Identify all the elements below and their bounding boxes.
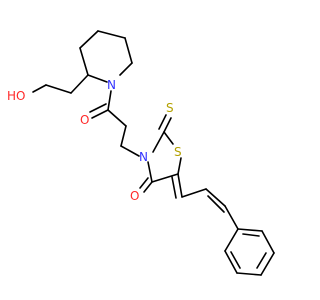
bond	[124, 37, 133, 64]
piperidine-nitrogen-label: N	[107, 78, 116, 92]
bond	[120, 145, 140, 157]
bond	[237, 228, 263, 232]
molecule-structure-diagram: HO N O N S S O	[7, 30, 275, 276]
bond	[120, 125, 127, 147]
bond	[177, 173, 183, 198]
carbonyl-oxygen-label: O	[130, 189, 139, 203]
bond	[261, 230, 275, 254]
bond	[236, 272, 262, 276]
bond	[70, 74, 89, 94]
amide-oxygen-label: O	[80, 113, 89, 127]
bond	[224, 228, 239, 252]
bond	[79, 47, 89, 76]
bond	[163, 131, 174, 145]
bond	[224, 205, 239, 230]
ring-sulfur-label: S	[174, 145, 182, 159]
bond	[177, 157, 182, 175]
bond	[205, 188, 226, 207]
bond	[152, 131, 165, 153]
bond	[207, 195, 225, 213]
atom-labels: HO N O N S S O	[7, 78, 182, 203]
thiazolidine-nitrogen-label: N	[139, 150, 148, 164]
bond	[171, 176, 177, 199]
molecule-svg: HO N O N S S O	[7, 30, 275, 276]
bond	[89, 103, 107, 113]
bond	[147, 161, 153, 183]
bond	[256, 252, 267, 269]
hydroxyl-label: HO	[7, 89, 25, 103]
bond	[97, 30, 126, 39]
bond	[139, 177, 149, 189]
bond	[230, 251, 241, 269]
bond	[163, 117, 172, 133]
bond	[224, 250, 238, 274]
bond	[151, 173, 179, 183]
bond	[32, 84, 47, 93]
bond	[91, 109, 109, 119]
bonds	[32, 30, 275, 276]
bond	[158, 114, 167, 130]
bond	[119, 62, 133, 76]
bond	[79, 30, 99, 49]
bond	[260, 252, 275, 276]
thione-sulfur-label: S	[166, 101, 174, 115]
bond	[242, 233, 260, 237]
bond	[143, 181, 153, 193]
bond	[87, 74, 108, 83]
bond	[107, 90, 112, 111]
bond	[181, 188, 207, 198]
bond	[45, 84, 72, 94]
bond	[107, 109, 127, 127]
